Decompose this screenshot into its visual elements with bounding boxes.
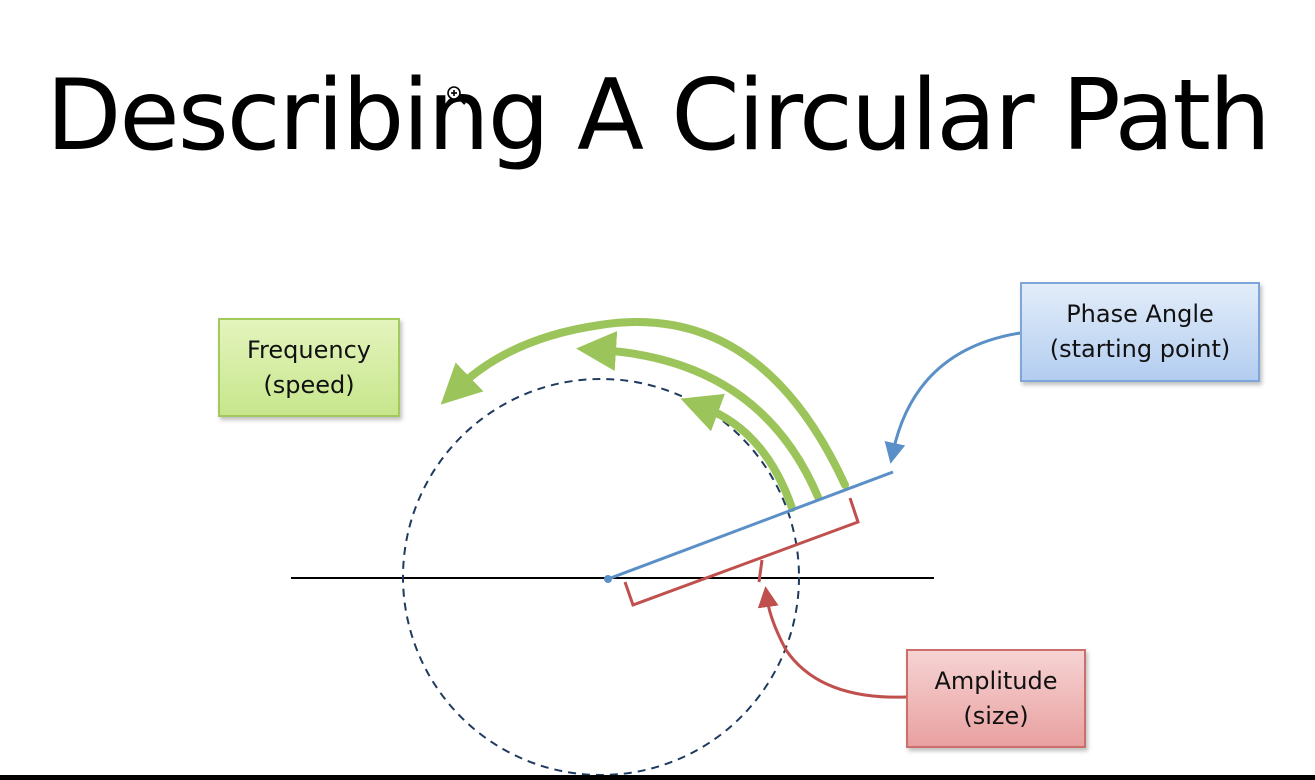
frequency-arrow-outer <box>440 318 849 489</box>
phase-radius-line <box>607 470 894 581</box>
amplitude-label-line1: Amplitude <box>934 666 1058 695</box>
center-point <box>604 575 612 583</box>
amplitude-label-line2: (size) <box>963 701 1029 730</box>
phase-angle-label-box: Phase Angle (starting point) <box>1020 282 1260 382</box>
amplitude-label-box: Amplitude (size) <box>906 649 1086 748</box>
frequency-arrow-middle <box>576 331 822 501</box>
amplitude-arrow <box>757 586 907 699</box>
amplitude-bracket <box>623 497 860 607</box>
phase-arrow <box>884 331 1021 464</box>
frequency-label-box: Frequency (speed) <box>218 318 400 417</box>
frequency-arrow-inner <box>680 393 796 512</box>
frequency-label-line1: Frequency <box>247 335 371 364</box>
zoom-in-cursor-icon <box>447 86 466 105</box>
phase-angle-label-line1: Phase Angle <box>1066 300 1214 329</box>
slide-title: Describing A Circular Path <box>45 59 1271 173</box>
phase-angle-label-line2: (starting point) <box>1049 335 1231 363</box>
frequency-label-line2: (speed) <box>263 370 355 399</box>
bottom-border <box>0 775 1315 780</box>
